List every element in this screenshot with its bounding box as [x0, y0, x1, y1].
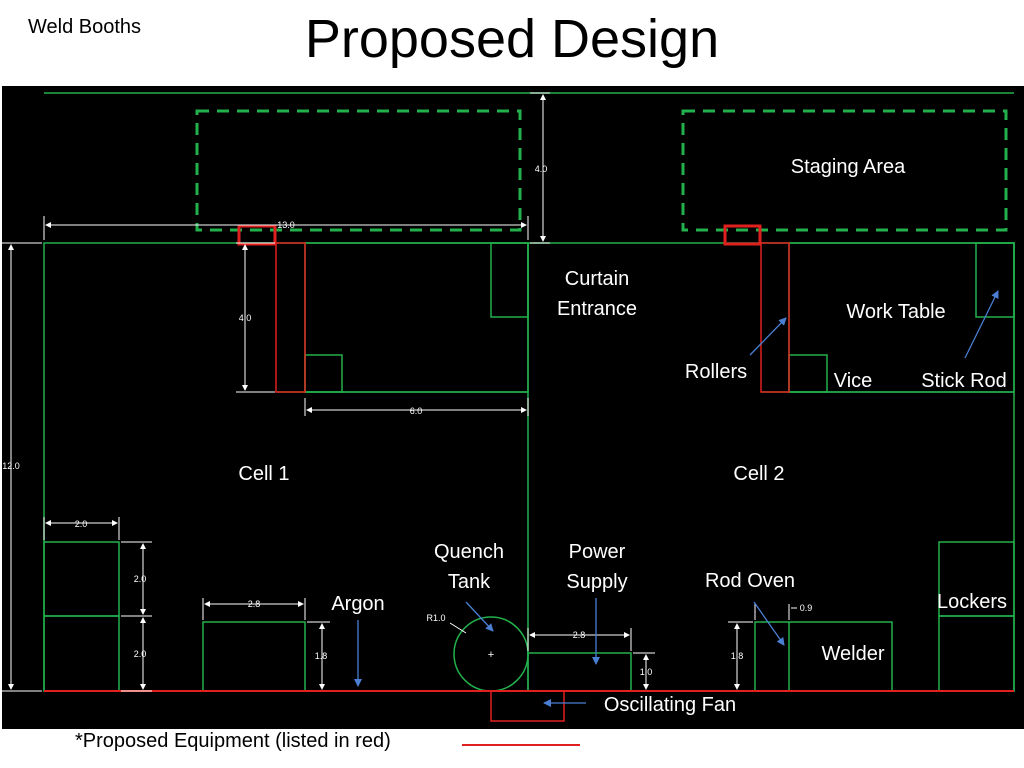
- dim-2-upper: 2.0: [134, 574, 147, 584]
- cell1-rollers: [275, 242, 306, 393]
- power-supply-label-line2: Supply: [566, 571, 627, 593]
- dimension-lines: [2, 92, 797, 692]
- lockers-label: Lockers: [937, 591, 1007, 613]
- vice-label: Vice: [834, 370, 873, 392]
- stick-rod-label: Stick Rod: [921, 370, 1007, 392]
- cell2-rollers: [760, 242, 790, 393]
- rollers-label: Rollers: [685, 361, 747, 383]
- cell2-curtain-marker: [723, 224, 762, 246]
- dim-0-9: 0.9: [800, 603, 813, 613]
- dim-r1: R1.0: [426, 613, 445, 623]
- corner-title: Weld Booths: [28, 16, 142, 38]
- work-table-label: Work Table: [846, 301, 945, 323]
- oscillating-fan-label: Oscillating Fan: [604, 694, 736, 716]
- staging-area-left: [195, 109, 522, 232]
- welder-label: Welder: [822, 643, 885, 665]
- annotation-arrows: [354, 290, 999, 707]
- oscillating-fan: [490, 690, 565, 722]
- cell2-label: Cell 2: [733, 463, 784, 485]
- dim-4-top: 4.0: [535, 164, 548, 174]
- dim-6: 6.0: [410, 406, 423, 416]
- dim-2-8-mid: 2.8: [573, 630, 586, 640]
- cell1-stick-rod: [490, 242, 529, 318]
- dim-2-lower: 2.0: [134, 649, 147, 659]
- dim-2-8-left: 2.8: [248, 599, 261, 609]
- curtain-entrance-label-line2: Entrance: [557, 298, 637, 320]
- cell1-label: Cell 1: [238, 463, 289, 485]
- dim-1-8-left: 1.8: [315, 651, 328, 661]
- dim-1-0: 1.0: [640, 667, 653, 677]
- dim-4-left: 4.0: [239, 313, 252, 323]
- proposed-equipment-footnote: *Proposed Equipment (listed in red): [75, 730, 391, 752]
- cell2-stick-rod: [975, 242, 1015, 318]
- floor-plan-drawing: Staging Area +: [2, 86, 1024, 729]
- staging-area-label: Staging Area: [791, 156, 906, 178]
- page-title: Proposed Design: [304, 9, 720, 69]
- quench-tank-label-line2: Tank: [448, 571, 491, 593]
- curtain-entrance-label-line1: Curtain: [565, 268, 629, 290]
- power-supply-label-line1: Power: [569, 541, 626, 563]
- dim-1-8-right: 1.8: [731, 651, 744, 661]
- drawing-background: [2, 86, 1024, 729]
- argon-label: Argon: [331, 593, 384, 615]
- rod-oven-label: Rod Oven: [705, 570, 795, 592]
- dim-2-horizontal: 2.0: [75, 519, 88, 529]
- quench-tank-center-mark: +: [488, 649, 494, 661]
- footnote-red-line: [462, 744, 580, 746]
- dim-13: 13.0: [277, 220, 295, 230]
- quench-tank-label-line1: Quench: [434, 541, 504, 563]
- dim-12: 12.0: [2, 461, 20, 471]
- staging-area-right: [681, 109, 1008, 232]
